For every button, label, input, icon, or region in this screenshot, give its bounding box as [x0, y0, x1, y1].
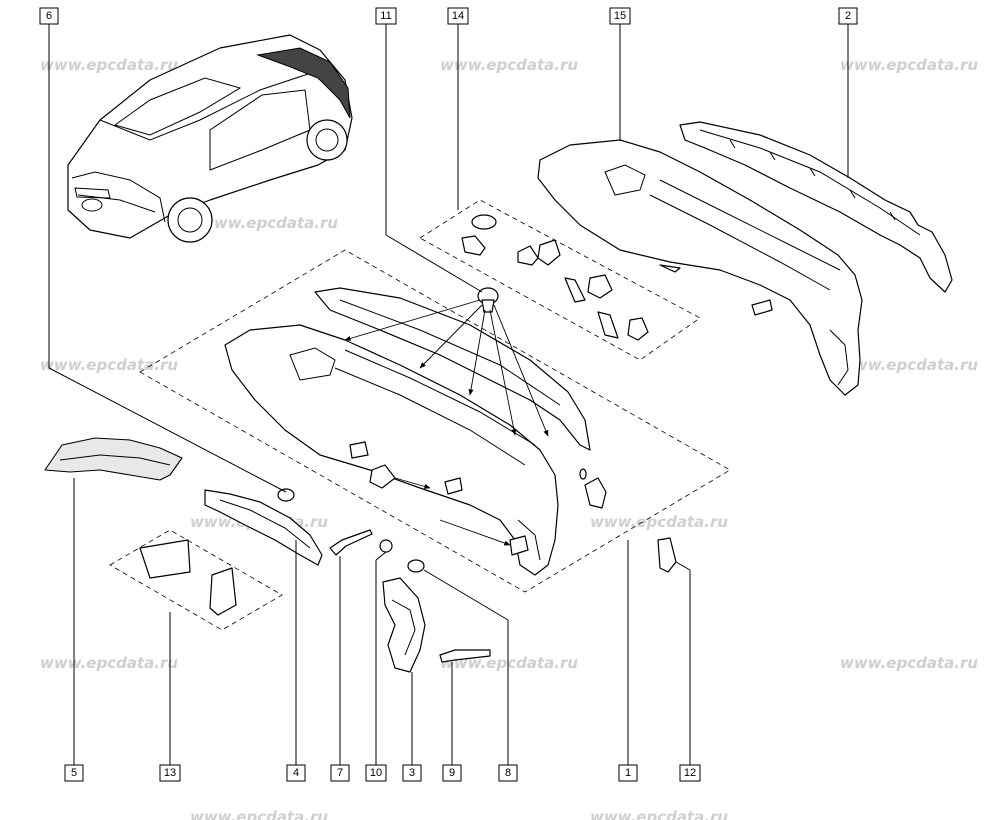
callout-6: 6 [39, 7, 59, 25]
callout-label: 11 [380, 10, 391, 22]
watermark-text: www.epcdata.ru [40, 356, 178, 374]
watermark-text: www.epcdata.ru [590, 513, 728, 531]
part-1-bumper [224, 324, 559, 576]
part-8-clip [407, 559, 425, 573]
callout-2: 2 [838, 7, 858, 25]
watermark-text: www.epcdata.ru [590, 808, 728, 820]
callout-3: 3 [402, 764, 422, 782]
part-5-underbody [44, 437, 183, 481]
leader-lines [48, 24, 849, 765]
part-3-bracket [382, 577, 426, 673]
part-14-group [419, 199, 701, 361]
watermark-text: www.epcdata.ru [200, 214, 338, 232]
part-4-bracket [204, 489, 323, 566]
part-2-reinforcement [679, 121, 953, 293]
callout-label: 3 [409, 767, 415, 779]
callout-label: 2 [845, 10, 851, 22]
callout-14: 14 [447, 7, 469, 25]
callout-8: 8 [498, 764, 518, 782]
part-7-bolt [329, 529, 373, 556]
callout-label: 8 [505, 767, 511, 779]
watermark-text: www.epcdata.ru [840, 654, 978, 672]
watermark-text: www.epcdata.ru [440, 56, 578, 74]
callout-label: 7 [337, 767, 343, 779]
watermark-layer: www.epcdata.ru www.epcdata.ru www.epcdat… [40, 56, 978, 672]
watermark-text: www.epcdata.ru [840, 356, 978, 374]
callout-label: 10 [370, 767, 382, 779]
watermark-text: www.epcdata.ru [40, 654, 178, 672]
callout-9: 9 [442, 764, 462, 782]
callout-label: 9 [449, 767, 455, 779]
callout-label: 14 [452, 10, 464, 22]
callout-label: 1 [625, 767, 631, 779]
callout-label: 5 [71, 767, 77, 779]
callout-label: 4 [293, 767, 299, 779]
part-13-group [109, 529, 283, 631]
callout-5: 5 [64, 764, 84, 782]
callout-11: 11 [375, 7, 397, 25]
callout-1: 1 [618, 764, 638, 782]
part-12-cap [579, 468, 677, 573]
part-11-clip [477, 287, 499, 313]
callout-13: 13 [159, 764, 181, 782]
callout-15: 15 [609, 7, 631, 25]
callout-10: 10 [365, 764, 387, 782]
watermark-text: www.epcdata.ru [40, 56, 178, 74]
part-10-nut [379, 539, 393, 553]
callout-7: 7 [330, 764, 350, 782]
car-illustration [67, 34, 353, 243]
callout-4: 4 [286, 764, 306, 782]
callout-label: 15 [614, 10, 626, 22]
callout-label: 13 [164, 767, 176, 779]
callout-label: 12 [684, 767, 696, 779]
small-bracket [369, 464, 396, 489]
part-9-bolt [439, 649, 491, 663]
part-6-clip [277, 488, 295, 502]
callout-12: 12 [679, 764, 701, 782]
watermark-text: www.epcdata.ru [840, 56, 978, 74]
watermark-text: www.epcdata.ru [440, 654, 578, 672]
assembly-arrows [344, 299, 549, 546]
part-15-bumper-shell [537, 139, 863, 396]
watermark-text: www.epcdata.ru [190, 808, 328, 820]
callout-label: 6 [46, 10, 52, 22]
